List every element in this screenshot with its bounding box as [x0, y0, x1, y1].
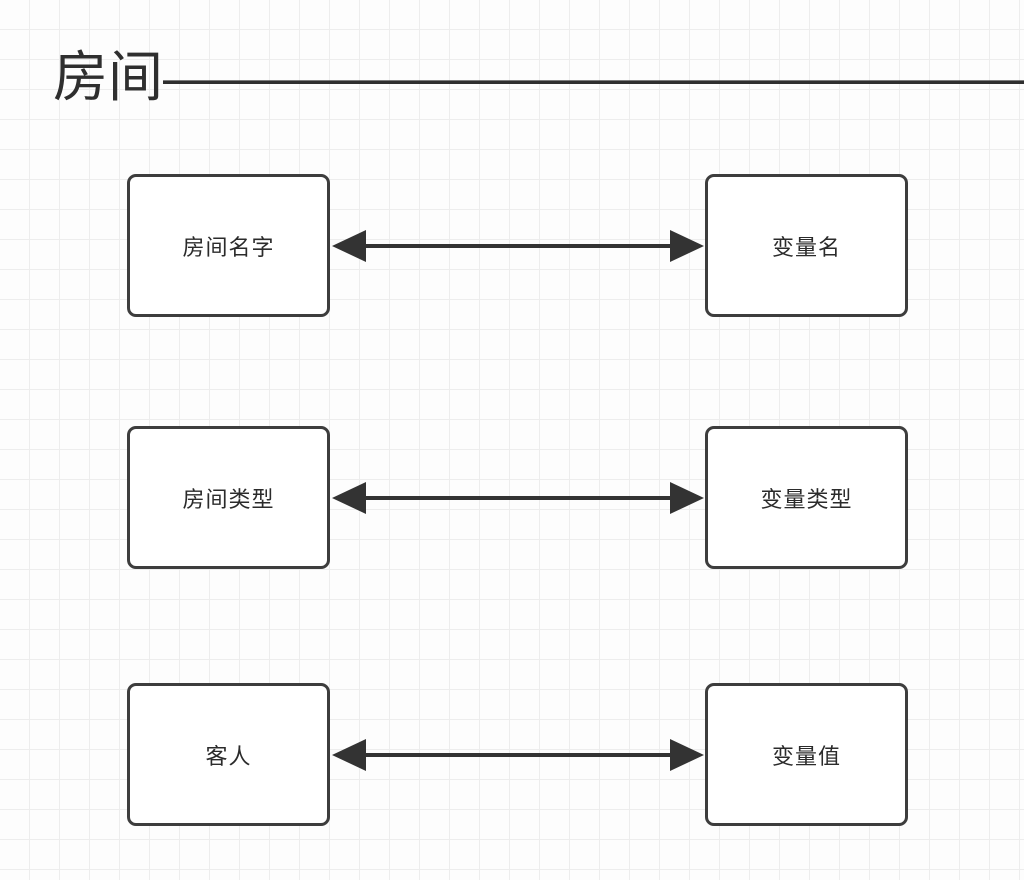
arrowhead-left: [332, 482, 366, 514]
node-label: 变量名: [771, 234, 841, 260]
arrowhead-right: [670, 482, 704, 514]
node-room-type[interactable]: 房间类型: [127, 426, 330, 569]
arrow-room-name-to-variable-name: [332, 230, 704, 262]
node-guest[interactable]: 客人: [127, 683, 330, 826]
arrowhead-right: [670, 739, 704, 771]
node-label: 客人: [205, 743, 252, 769]
node-variable-type[interactable]: 变量类型: [705, 426, 908, 569]
node-variable-name[interactable]: 变量名: [705, 174, 908, 317]
arrowhead-left: [332, 230, 366, 262]
arrow-room-type-to-variable-type: [332, 482, 704, 514]
node-label: 房间名字: [182, 234, 275, 260]
node-label: 房间类型: [182, 486, 275, 512]
arrow-guest-to-variable-value: [332, 739, 704, 771]
arrowhead-right: [670, 230, 704, 262]
node-label: 变量值: [771, 743, 841, 769]
diagram-title: 房间———————————————————————变量: [53, 46, 1024, 108]
node-room-name[interactable]: 房间名字: [127, 174, 330, 317]
node-label: 变量类型: [760, 486, 853, 512]
arrowhead-left: [332, 739, 366, 771]
node-variable-value[interactable]: 变量值: [705, 683, 908, 826]
